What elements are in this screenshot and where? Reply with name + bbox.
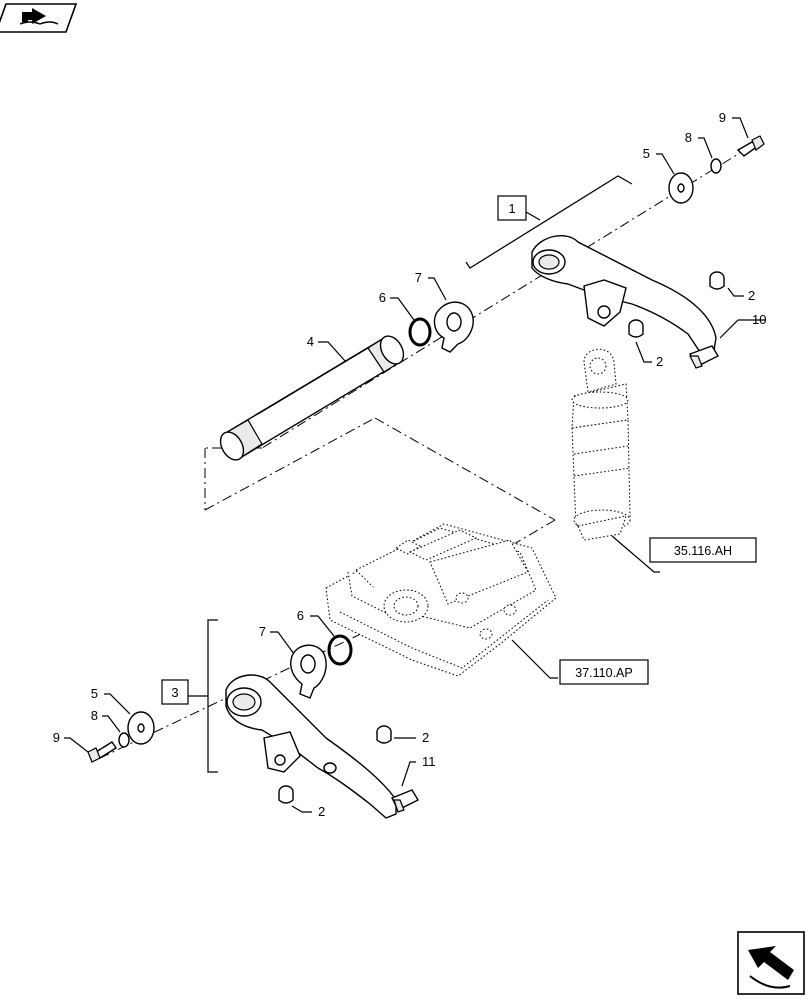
callout-7-upper: 7 <box>415 270 422 285</box>
lock-plate-7-upper[interactable] <box>433 301 474 353</box>
reference-cylinder[interactable]: 35.116.AH <box>674 544 732 558</box>
washer-8-upper[interactable] <box>710 158 722 174</box>
callout-box-3 <box>161 679 189 705</box>
callout-2-lower-left: 2 <box>318 804 325 819</box>
callout-1: 1 <box>508 201 515 216</box>
splined-shaft[interactable] <box>216 332 408 464</box>
group-3-bracket <box>188 619 218 773</box>
lock-plate-7-lower[interactable] <box>290 644 327 699</box>
callout-3: 3 <box>171 685 178 700</box>
bolt-9-lower[interactable] <box>87 741 117 763</box>
bushing-2-upper-right[interactable] <box>709 271 725 290</box>
reference-box-housing[interactable] <box>559 659 649 685</box>
washer-8-lower[interactable] <box>118 732 130 748</box>
bushing-2-lower-right[interactable] <box>376 725 392 744</box>
callout-box-1 <box>497 195 527 221</box>
plate-washer-5-lower[interactable] <box>127 711 155 745</box>
snap-ring-6-lower[interactable] <box>327 634 353 666</box>
callout-7-lower: 7 <box>259 624 266 639</box>
reference-housing[interactable]: 37.110.AP <box>575 666 632 680</box>
callout-2-upper-right: 2 <box>748 288 755 303</box>
callout-10: 10 <box>752 312 766 327</box>
callout-11: 11 <box>422 754 436 769</box>
callout-8-lower: 8 <box>91 708 98 723</box>
book-arrow-icon[interactable] <box>0 3 78 33</box>
callout-2-lower-right: 2 <box>422 730 429 745</box>
callout-9-lower: 9 <box>53 730 60 745</box>
bushing-2-upper-left[interactable] <box>628 319 644 338</box>
callout-8-upper: 8 <box>685 130 692 145</box>
upper-centre-line <box>261 147 749 449</box>
bolt-9-upper[interactable] <box>736 135 765 157</box>
callout-6-upper: 6 <box>379 290 386 305</box>
bushing-2-lower-left[interactable] <box>278 785 294 804</box>
callout-2-upper-left: 2 <box>656 354 663 369</box>
callout-9-upper: 9 <box>719 110 726 125</box>
lift-housing[interactable] <box>325 523 557 677</box>
callout-5-upper: 5 <box>643 146 650 161</box>
lift-cylinder[interactable] <box>571 348 631 541</box>
lower-lift-arm[interactable] <box>225 674 419 819</box>
group-1-bracket <box>465 175 633 269</box>
next-page-arrow-icon[interactable] <box>737 931 805 995</box>
reference-box-cylinder[interactable] <box>649 537 757 563</box>
callout-6-lower: 6 <box>297 608 304 623</box>
upper-lift-arm[interactable] <box>531 234 719 369</box>
plate-washer-5-upper[interactable] <box>668 172 694 204</box>
snap-ring-6-upper[interactable] <box>408 317 432 347</box>
callout-4: 4 <box>307 334 314 349</box>
callout-5-lower: 5 <box>91 686 98 701</box>
